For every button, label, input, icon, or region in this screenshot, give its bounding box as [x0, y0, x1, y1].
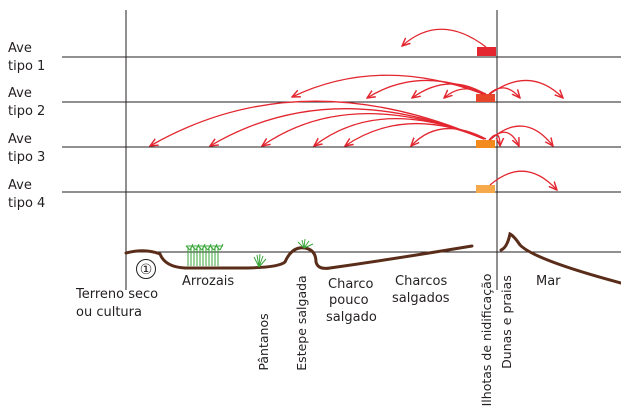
nest-marker-4: [476, 185, 495, 193]
ground-profile-right: [499, 231, 621, 285]
nest-marker-1: [477, 47, 496, 56]
zone-label-charco-2: pouco: [329, 293, 369, 308]
zone-label-charcos-2: salgados: [392, 291, 450, 306]
zone-label-terreno-1: Terreno seco: [75, 287, 158, 302]
arrow-bird3-6: [411, 127, 487, 146]
zone-label-dunas: Dunas e praias: [499, 275, 514, 369]
nest-marker-3: [476, 140, 495, 148]
zone-label-charco-1: Charco: [328, 277, 373, 292]
zone-number-marker: ①: [136, 259, 156, 279]
bird-label-2-line1: Ave: [8, 86, 32, 101]
bird-label-2-line2: tipo 2: [8, 104, 45, 119]
marsh-tuft-icon: [253, 253, 267, 268]
arrow-bird1-left: [402, 28, 487, 48]
arrow-bird3-4: [314, 118, 485, 146]
bird-label-3-line1: Ave: [8, 132, 32, 147]
bird-label-1-line1: Ave: [8, 41, 32, 56]
bird-label-4-line2: tipo 4: [8, 196, 45, 211]
steppe-tuft-icon: [297, 238, 314, 249]
arrow-bird2-far-right: [489, 79, 563, 98]
ground-profile-left: [124, 244, 474, 270]
arrow-bird3-1: [150, 100, 485, 146]
zone-label-charcos-1: Charcos: [395, 274, 447, 289]
arrow-bird3-5: [345, 122, 486, 146]
arrow-bird3-9: [490, 125, 553, 146]
rice-plants-icon: [185, 243, 224, 266]
nest-marker-2: [476, 94, 495, 102]
bird-label-1-line2: tipo 1: [8, 59, 45, 74]
bird-label-3: Ave tipo 3: [8, 132, 45, 165]
zone-label-pantanos: Pântanos: [256, 313, 271, 370]
bird-label-3-line2: tipo 3: [8, 150, 45, 165]
zone-number-text: ①: [140, 262, 153, 278]
bird-label-1: Ave tipo 1: [8, 41, 45, 74]
arrow-bird4-right: [489, 170, 557, 190]
bird-label-2: Ave tipo 2: [8, 86, 45, 119]
arrow-bird3-3: [262, 113, 485, 146]
bird-label-4-line1: Ave: [8, 178, 32, 193]
zone-label-terreno-2: ou cultura: [76, 305, 142, 320]
arrow-bird2-far-left: [292, 74, 484, 97]
zone-label-mar: Mar: [536, 274, 561, 289]
zone-label-charco-3: salgado: [326, 310, 377, 325]
zone-label-estepe: Estepe salgada: [294, 275, 309, 370]
arrow-bird2-short-right: [488, 87, 520, 98]
zone-label-ilhotas: Ilhotas de nidificação: [479, 274, 494, 407]
bird-label-4: Ave tipo 4: [8, 178, 45, 211]
arrow-bird2-short-left: [444, 88, 487, 98]
zone-label-arrozais: Arrozais: [182, 274, 234, 289]
